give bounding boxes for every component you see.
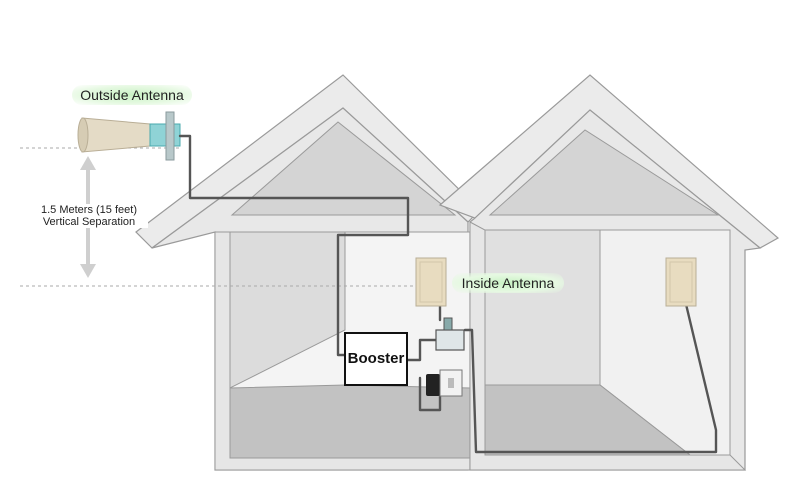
inside-antenna-label: Inside Antenna: [452, 273, 564, 293]
right-room-side: [484, 229, 601, 386]
outside-antenna-label: Outside Antenna: [72, 85, 192, 105]
power-adapter-icon: [426, 374, 440, 396]
separation-label-line1: 1.5 Meters (15 feet): [41, 204, 137, 216]
booster-box: Booster: [344, 332, 408, 386]
right-attic: [488, 129, 720, 216]
separation-label-line2: Vertical Separation: [42, 216, 136, 228]
right-front-wall: [469, 221, 747, 471]
panel-antenna-icon: [415, 257, 447, 307]
arrow-down-icon: [80, 264, 96, 278]
panel-antenna-icon-right: [665, 257, 697, 307]
arrow-up-icon: [80, 156, 96, 170]
splitter-icon: [435, 317, 465, 351]
left-attic: [230, 121, 457, 216]
booster-label: Booster: [347, 350, 405, 367]
wall-outlet-icon: [439, 369, 463, 397]
separation-label: 1.5 Meters (15 feet) Vertical Separation: [30, 204, 148, 228]
yagi-antenna-icon: [77, 111, 181, 161]
